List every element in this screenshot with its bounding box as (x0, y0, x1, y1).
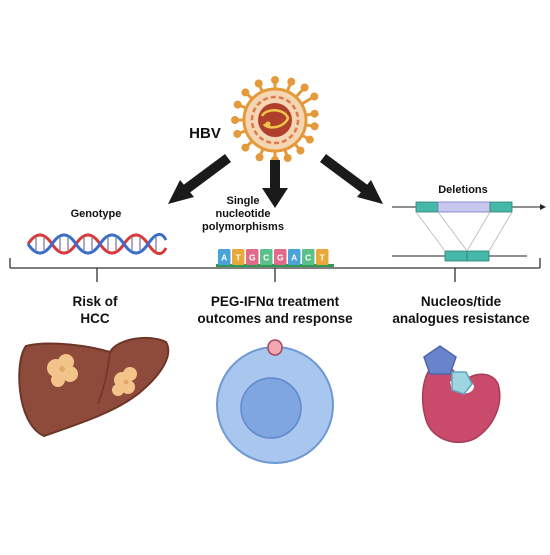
snp-tile-letter: T (320, 253, 326, 263)
cell-icon (216, 339, 334, 464)
snp-tile-letter: A (291, 253, 297, 263)
snp-tile-letter: C (305, 253, 311, 263)
snp-tile-letter: T (236, 253, 242, 263)
dna-helix-icon (26, 233, 168, 255)
peg-label-line-2: outcomes and response (197, 311, 353, 326)
snp-label-line-2: nucleotide (215, 208, 271, 220)
risk-label-line-1: Risk of (72, 294, 118, 309)
arrow-to-genotype-icon (168, 153, 231, 204)
snp-tile-letter: A (221, 253, 227, 263)
peg-label-line-1: PEG-IFNα treatment (210, 294, 340, 309)
arrows-group (168, 153, 383, 208)
risk-hcc-label: Risk of HCC (40, 293, 150, 327)
snp-tile (246, 249, 259, 265)
snp-tile-letter: C (263, 253, 269, 263)
snp-label-line-3: polymorphisms (202, 221, 284, 233)
arrow-to-snp-icon (262, 160, 288, 208)
snp-tile (288, 249, 301, 265)
snp-label-line-1: Single (226, 195, 260, 207)
peg-ifn-label: PEG-IFNα treatment outcomes and response (180, 293, 370, 327)
snp-tile-letter: G (249, 253, 256, 263)
genotype-label: Genotype (70, 208, 122, 220)
snp-tile-letter: G (277, 253, 284, 263)
nuc-label-line-1: Nucleos/tide (420, 294, 502, 309)
hbv-virus-icon (231, 76, 319, 164)
snp-tile (302, 249, 315, 265)
protein-drug-icon (421, 345, 501, 443)
arrow-to-deletions-icon (320, 153, 383, 204)
nucleotide-resistance-label: Nucleos/tide analogues resistance (386, 293, 536, 327)
snp-tile (274, 249, 287, 265)
liver-icon (18, 336, 170, 438)
snp-tile (218, 249, 231, 265)
branch-bracket (9, 258, 541, 282)
snp-tile (260, 249, 273, 265)
snp-tile (232, 249, 245, 265)
snp-label: Single nucleotide polymorphisms (188, 195, 298, 234)
hbv-label: HBV (189, 125, 221, 142)
deletions-label: Deletions (438, 184, 488, 196)
deletion-schematic-icon (392, 201, 546, 262)
risk-label-line-2: HCC (80, 311, 110, 326)
snp-tile (316, 249, 329, 265)
nuc-label-line-2: analogues resistance (392, 311, 530, 326)
